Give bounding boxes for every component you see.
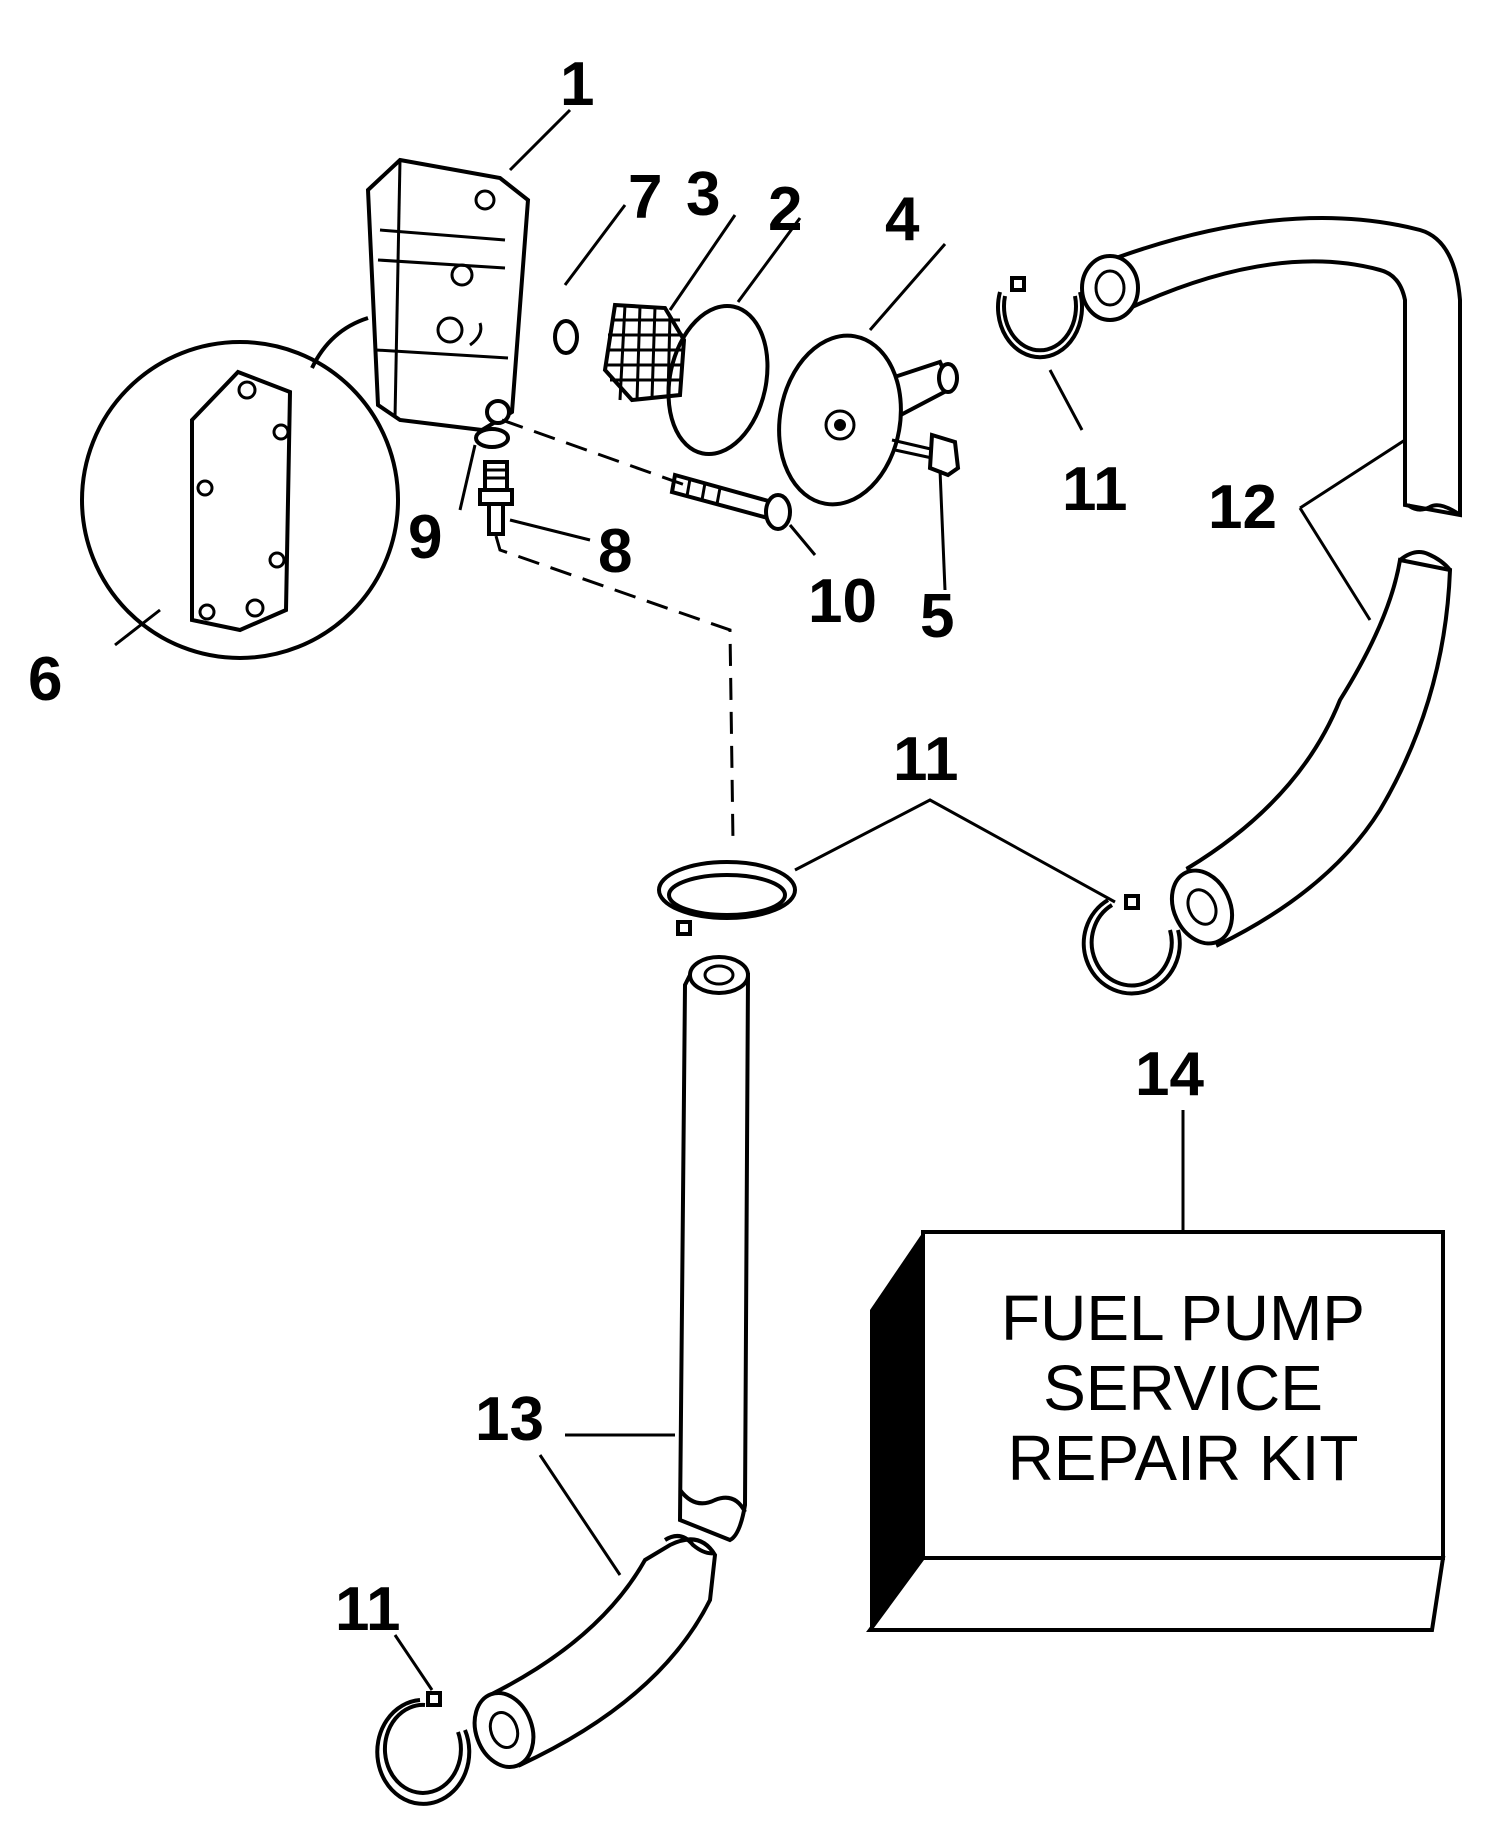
callout-1: 1	[560, 50, 594, 119]
callout-4: 4	[885, 185, 920, 254]
thumb-screw	[891, 432, 961, 478]
kit-label-line3: REPAIR KIT	[1008, 1422, 1359, 1494]
callout-6: 6	[28, 645, 62, 714]
alignment-dash-upper	[501, 418, 686, 487]
long-screw	[669, 472, 792, 531]
callout-3: 3	[686, 160, 720, 229]
o-ring-small	[553, 319, 579, 355]
repair-kit-box	[866, 1230, 1446, 1632]
clamp-bottom	[375, 1691, 472, 1806]
callout-10: 10	[808, 567, 877, 636]
hose-upper-lower-section	[1169, 550, 1453, 948]
callout-12: 12	[1208, 473, 1277, 542]
kit-label-line2: SERVICE	[1043, 1352, 1323, 1424]
callout-8: 8	[598, 517, 632, 586]
leader-lines	[114, 108, 1406, 1691]
filter-cover	[777, 333, 959, 507]
barb-fitting	[478, 460, 514, 536]
hose-upper	[1080, 216, 1462, 518]
callout-5: 5	[920, 582, 954, 651]
callout-13: 13	[475, 1385, 544, 1454]
clamp-middle-right	[1081, 894, 1182, 996]
callout-14: 14	[1135, 1040, 1204, 1109]
o-ring-large	[666, 303, 770, 457]
clamp-middle-left	[657, 860, 797, 936]
callout-11-mid: 11	[893, 725, 959, 794]
kit-label-line1: FUEL PUMP	[1001, 1282, 1365, 1354]
callout-9: 9	[408, 503, 442, 572]
callout-7: 7	[628, 163, 662, 232]
fuel-pump-body	[365, 157, 531, 433]
o-ring-fitting	[474, 427, 510, 449]
alignment-dash-lower	[494, 535, 735, 843]
callout-11-bottom: 11	[335, 1575, 401, 1644]
hose-lower	[472, 955, 751, 1769]
clamp-top	[996, 276, 1084, 360]
callout-2: 2	[768, 175, 802, 244]
filter-screen	[602, 302, 687, 403]
callout-11-top: 11	[1062, 455, 1128, 524]
gasket-detail	[80, 316, 400, 660]
